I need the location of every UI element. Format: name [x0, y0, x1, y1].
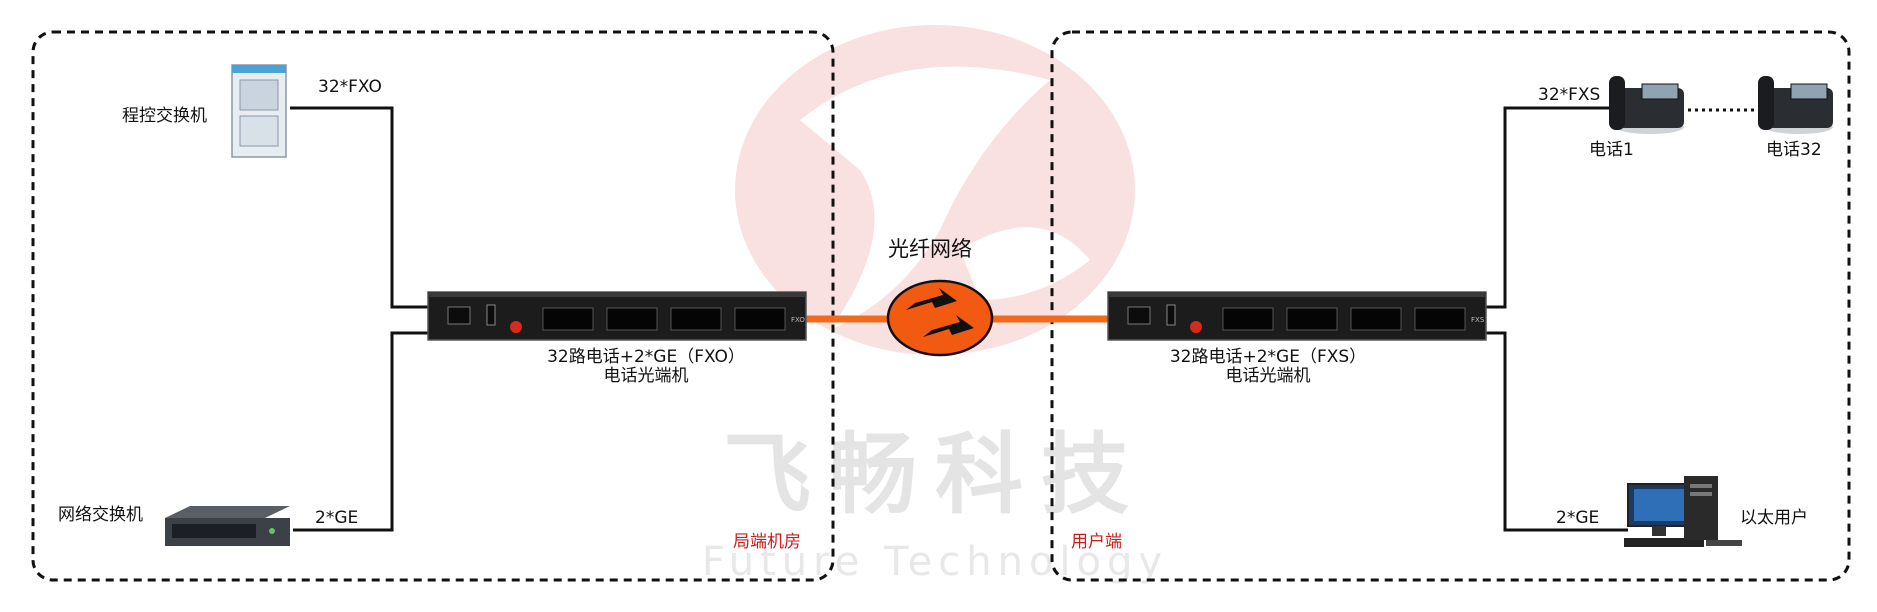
- watermark-en-text: Future Technology: [702, 539, 1168, 585]
- watermark-cn-text: 飞畅科技: [723, 423, 1147, 526]
- fiber-network-cloud: [886, 279, 994, 357]
- fxo-device-name: 32路电话+2*GE（FXO）: [547, 347, 745, 367]
- pc-icon: [1624, 476, 1742, 547]
- phone-32-icon: [1758, 76, 1833, 134]
- pbx-wire: [290, 106, 428, 309]
- switch-wire: [293, 331, 428, 532]
- arrow-icon: [923, 315, 974, 337]
- left-zone-label: 局端机房: [733, 532, 801, 552]
- watermark-logo: [735, 25, 1135, 355]
- switch-link-label: 2*GE: [315, 508, 359, 528]
- fxo-device-type: 电话光端机: [603, 366, 689, 386]
- fxs-device-type: 电话光端机: [1225, 366, 1311, 386]
- pc-wire: [1486, 331, 1628, 532]
- phones-wire: [1486, 106, 1617, 309]
- left-zone-box: [31, 30, 835, 582]
- right-zone-label: 用户端: [1071, 532, 1122, 552]
- switch-label: 网络交换机: [58, 505, 143, 525]
- fxs-device: FXS: [1107, 291, 1487, 341]
- fxo-device: FXO: [427, 291, 807, 341]
- fxs-device-name: 32路电话+2*GE（FXS）: [1169, 347, 1367, 367]
- phone-1-label: 电话1: [1589, 140, 1634, 160]
- network-label: 光纤网络: [888, 237, 972, 261]
- pc-link-label: 2*GE: [1556, 508, 1600, 528]
- phones-link-label: 32*FXS: [1538, 85, 1601, 105]
- pbx-cabinet-icon: [231, 64, 287, 158]
- arrow-icon: [906, 288, 957, 310]
- pc-label: 以太用户: [1740, 508, 1808, 528]
- svg-text:FXS: FXS: [1471, 316, 1485, 324]
- phone-1-icon: [1609, 76, 1684, 134]
- svg-text:FXO: FXO: [791, 316, 805, 324]
- network-switch-icon: [165, 506, 290, 546]
- pbx-link-label: 32*FXO: [318, 77, 382, 97]
- pbx-label: 程控交换机: [122, 106, 207, 126]
- phone-32-label: 电话32: [1766, 140, 1822, 160]
- right-zone-box: [1050, 30, 1851, 582]
